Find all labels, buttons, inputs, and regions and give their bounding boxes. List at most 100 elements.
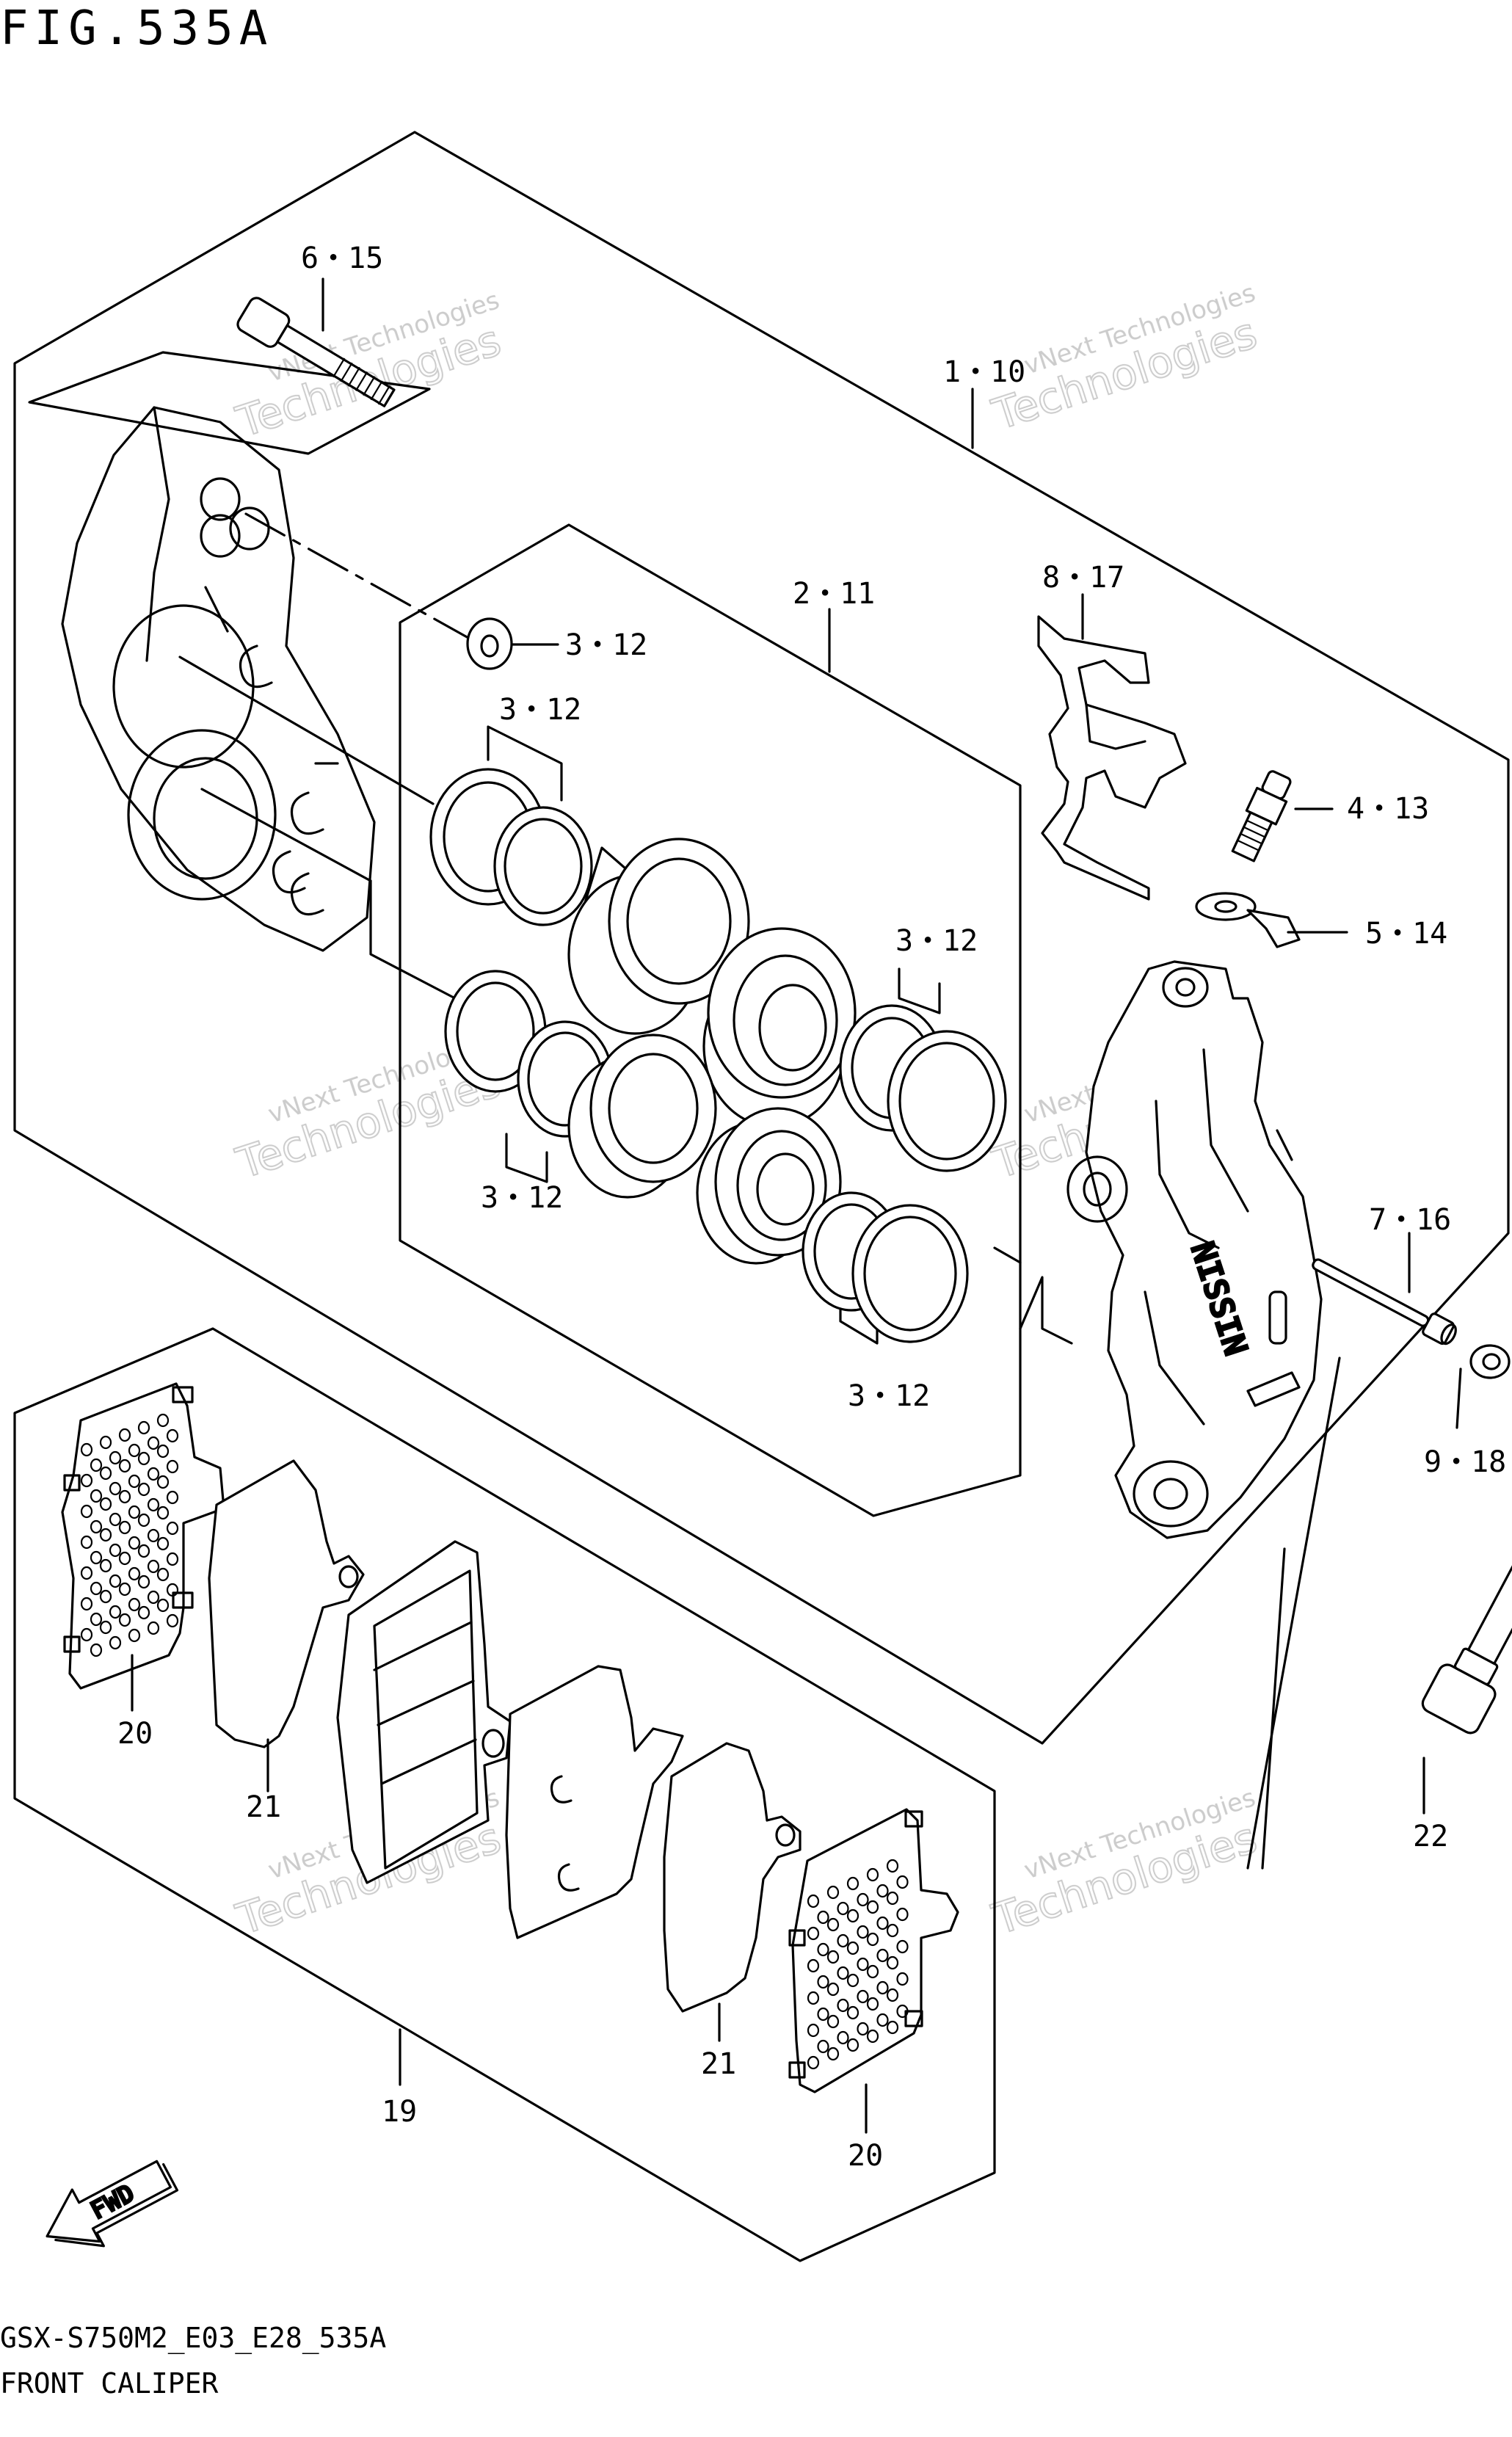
shim-hole [166, 1428, 179, 1443]
shim-hole [99, 1466, 112, 1481]
diagram-code: GSX-S750M2_E03_E28_535A [0, 2322, 386, 2355]
shim-hole [817, 2007, 829, 2022]
shim-hole [156, 1567, 170, 1582]
callout-3-12-a: 3・12 [565, 628, 647, 662]
shim-holes [807, 1859, 909, 2070]
shim-hole [137, 1544, 150, 1558]
shim-hole [156, 1506, 170, 1520]
shim-hole [109, 1543, 122, 1558]
figure-title: FIG.535A [0, 1, 273, 56]
shim-hole [109, 1512, 122, 1527]
shim-hole [80, 1504, 93, 1519]
shim-hole [99, 1435, 112, 1450]
shim-hole [147, 1497, 160, 1512]
shim-hole [90, 1489, 103, 1503]
shim-hole [876, 2013, 889, 2027]
shim-hole [128, 1474, 141, 1489]
shim-hole [807, 2055, 820, 2070]
shim-hole [826, 2014, 840, 2029]
brake-pads-group [61, 1382, 959, 2093]
shim-hole [156, 1598, 170, 1613]
shim-hole [137, 1420, 150, 1435]
shim-hole [166, 1521, 179, 1536]
shim-hole [866, 1964, 879, 1979]
shim-hole [147, 1621, 160, 1635]
pad-spring-part-8 [1037, 615, 1187, 901]
shim-hole [147, 1436, 160, 1450]
caliper-bolt-part-6 [28, 297, 431, 455]
shim-hole [80, 1535, 93, 1550]
shim-hole [137, 1451, 150, 1466]
shim-hole [118, 1551, 131, 1566]
shim-hole [118, 1520, 131, 1535]
callout-20-b: 20 [848, 2139, 883, 2173]
shim-hole [846, 2005, 859, 2020]
callout-3-12-d: 3・12 [481, 1181, 563, 1215]
shim-hole [886, 1859, 899, 1873]
shim-hole [90, 1458, 103, 1472]
callout-3-12-c: 3・12 [895, 924, 978, 958]
shim-hole [166, 1552, 179, 1566]
pad-set-frame [13, 1327, 996, 2262]
bleeder-cap-part-5 [1195, 892, 1301, 948]
shim-hole [90, 1550, 103, 1565]
shim-hole [128, 1505, 141, 1519]
callout-19: 19 [382, 2095, 417, 2129]
shim-hole [886, 1988, 899, 2002]
shim-hole [826, 2046, 840, 2061]
centerline-group [178, 512, 1073, 1345]
small-seal-part-3 [466, 617, 513, 670]
shim-hole [118, 1489, 131, 1504]
shim-hole [109, 1574, 122, 1588]
shim-hole [866, 1997, 879, 2011]
callout-3-12-b: 3・12 [499, 693, 581, 727]
shim-hole [857, 1925, 869, 1939]
pin-plug-part-9 [1469, 1344, 1511, 1379]
pad-shim-part-20b [788, 1808, 959, 2093]
shim-hole [817, 1910, 829, 1925]
shim-hole [817, 2039, 829, 2054]
shim-hole [166, 1490, 179, 1505]
shim-hole [166, 1459, 179, 1474]
callout-21-b: 21 [701, 2047, 736, 2081]
shim-hole [147, 1467, 160, 1481]
shim-hole [896, 1875, 909, 1889]
shim-hole [896, 1907, 909, 1922]
shim-hole [857, 2022, 869, 2036]
shim-hole [128, 1628, 141, 1643]
pad-insulator-part-21 [208, 1459, 365, 1748]
shim-hole [857, 1989, 869, 2004]
mounting-bolt-part-22 [1246, 1356, 1512, 1870]
shim-hole [817, 1942, 829, 1957]
shim-hole [837, 1966, 849, 1980]
shim-hole [807, 1894, 820, 1908]
shim-hole [137, 1605, 150, 1620]
shim-hole [80, 1473, 93, 1488]
callout-20-a: 20 [117, 1717, 153, 1751]
shim-hole [90, 1581, 103, 1596]
shim-hole [80, 1442, 93, 1457]
pad-shim-part-20 [61, 1382, 225, 1690]
shim-hole [837, 1901, 849, 1916]
shim-hole [896, 1939, 909, 1954]
shim-hole [846, 1876, 859, 1891]
shim-hole [826, 1917, 840, 1932]
shim-hole [147, 1528, 160, 1543]
shim-hole [846, 1973, 859, 1988]
shim-hole [99, 1497, 112, 1511]
shim-hole [90, 1643, 103, 1657]
shim-holes [80, 1413, 179, 1657]
shim-hole [807, 1926, 820, 1941]
shim-hole [866, 2029, 879, 2044]
shim-hole [156, 1536, 170, 1551]
shim-hole [118, 1582, 131, 1597]
shim-hole [99, 1589, 112, 1604]
shim-hole [147, 1559, 160, 1574]
callout-labels: 6・15 1・10 2・11 8・17 3・12 3・12 3・12 3・12 … [117, 241, 1506, 2173]
shim-hole [846, 1941, 859, 1955]
shim-hole [109, 1481, 122, 1496]
shim-hole [137, 1575, 150, 1589]
shim-hole [866, 1900, 879, 1914]
shim-hole [166, 1613, 179, 1628]
shim-hole [118, 1428, 131, 1442]
